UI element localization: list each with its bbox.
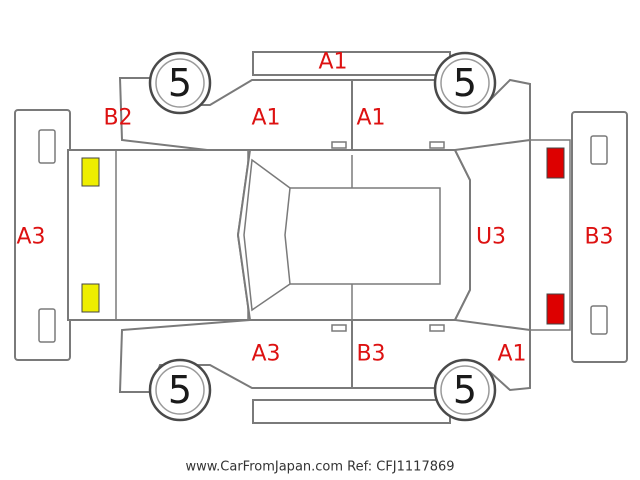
damage-code-rear-door-bottom: B3 bbox=[356, 342, 385, 367]
tyre-rear-left-value: 5 bbox=[453, 61, 477, 105]
tyre-rear-right-value: 5 bbox=[453, 368, 477, 412]
damage-code-front-door-top: A1 bbox=[251, 106, 280, 131]
damage-code-front-left-fender: B2 bbox=[103, 106, 132, 131]
rear-hatch bbox=[453, 138, 571, 332]
tyre-front-right: 5 bbox=[148, 358, 212, 422]
rear-light-bottom bbox=[546, 293, 565, 325]
front-light-bottom bbox=[81, 283, 100, 313]
roof-top-strip bbox=[252, 51, 451, 76]
tyre-front-left: 5 bbox=[148, 51, 212, 115]
tyre-rear-left: 5 bbox=[433, 51, 497, 115]
damage-code-rear-bumper: B3 bbox=[584, 225, 613, 250]
roof-bottom-strip bbox=[252, 399, 451, 424]
damage-code-rear-hatch: U3 bbox=[476, 225, 506, 250]
tyre-front-right-value: 5 bbox=[168, 368, 192, 412]
damage-code-rear-quarter-bottom: A1 bbox=[497, 342, 526, 367]
damage-code-front-bumper: A3 bbox=[16, 225, 45, 250]
rear-bumper bbox=[571, 111, 628, 363]
tyre-front-left-value: 5 bbox=[168, 61, 192, 105]
damage-code-front-door-bottom: A3 bbox=[251, 342, 280, 367]
hood bbox=[67, 149, 252, 321]
front-light-top bbox=[81, 157, 100, 187]
watermark-text: www.CarFromJapan.com Ref: CFJ1117869 bbox=[185, 460, 454, 475]
rear-light-top bbox=[546, 147, 565, 179]
damage-code-rear-door-top: A1 bbox=[356, 106, 385, 131]
damage-code-roof-top: A1 bbox=[318, 50, 347, 75]
roof bbox=[236, 149, 471, 321]
tyre-rear-right: 5 bbox=[433, 358, 497, 422]
